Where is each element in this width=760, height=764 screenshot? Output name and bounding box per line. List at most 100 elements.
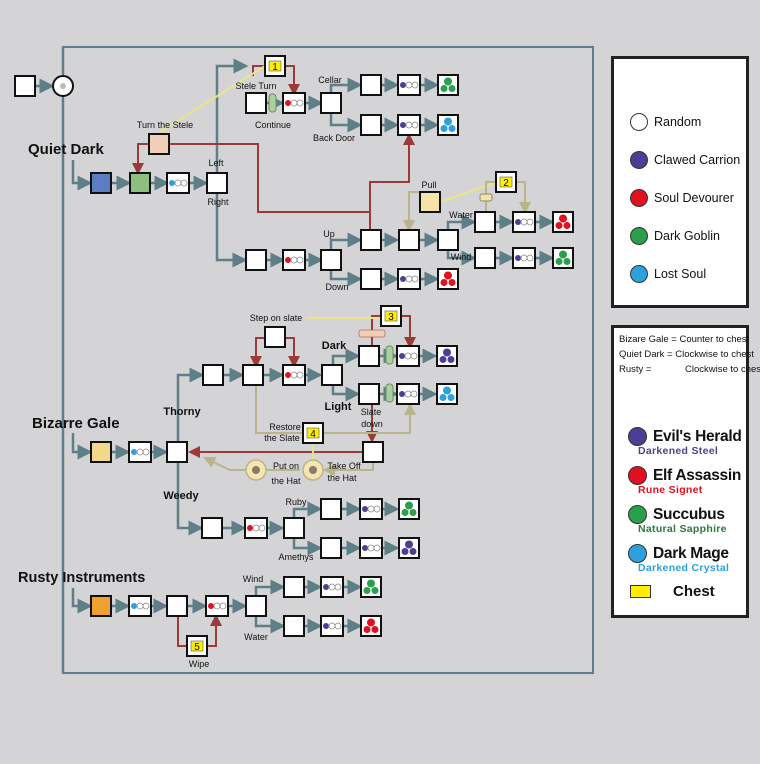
encounter-node[interactable] — [282, 92, 306, 114]
chest-3[interactable]: 3 — [380, 305, 402, 327]
encounter-node[interactable] — [512, 211, 536, 233]
label-continue: Continue — [255, 120, 291, 130]
chest-5[interactable]: 5 — [186, 635, 208, 657]
continue-switch[interactable] — [268, 93, 277, 113]
pull-node[interactable] — [419, 191, 441, 213]
light-node[interactable] — [358, 383, 380, 405]
ri-wind-node[interactable] — [283, 576, 305, 598]
encounter-node[interactable] — [512, 247, 536, 269]
encounter-node[interactable] — [396, 383, 420, 405]
weedy-node[interactable] — [201, 517, 223, 539]
take-off-hat-node[interactable] — [302, 459, 324, 481]
bg-gate-node[interactable] — [90, 441, 112, 463]
boss-node-dark-goblin[interactable] — [552, 247, 574, 269]
encounter-node[interactable] — [128, 595, 152, 617]
random-dot — [142, 448, 150, 456]
down-node[interactable] — [360, 268, 382, 290]
entrance-node[interactable] — [14, 75, 36, 97]
ruby-amethys-junction[interactable] — [283, 517, 305, 539]
encounter-node[interactable] — [205, 595, 229, 617]
encounter-node[interactable] — [166, 172, 190, 194]
boss-node-lost-soul[interactable] — [436, 383, 458, 405]
boss-node-clawed-carrion[interactable] — [398, 537, 420, 559]
thorny-node[interactable] — [202, 364, 224, 386]
encounter-node[interactable] — [359, 537, 383, 559]
boss-node-soul-devourer[interactable] — [552, 211, 574, 233]
encounter-node[interactable] — [244, 517, 268, 539]
dark-switch[interactable] — [385, 345, 394, 365]
thorny-weedy-junction[interactable] — [166, 441, 188, 463]
legend-item-random: Random — [630, 113, 701, 131]
monster-dot — [323, 584, 329, 590]
wind-node[interactable] — [474, 247, 496, 269]
ri-node[interactable] — [166, 595, 188, 617]
encounter-node[interactable] — [396, 345, 420, 367]
legend-item-lost-soul: Lost Soul — [630, 265, 706, 283]
encounter-node[interactable] — [282, 249, 306, 271]
monster-dot — [323, 623, 329, 629]
light-switch[interactable] — [385, 383, 394, 403]
tan-connector-takeoff — [323, 462, 374, 476]
back-door-node[interactable] — [360, 114, 382, 136]
encounter-node[interactable] — [397, 268, 421, 290]
monster-dot — [400, 276, 406, 282]
amethys-node[interactable] — [320, 537, 342, 559]
label-cellar: Cellar — [318, 75, 342, 85]
random-dot — [334, 583, 342, 591]
cellar-junction[interactable] — [320, 92, 342, 114]
boss-color-dot — [628, 427, 647, 446]
boss-node-soul-devourer[interactable] — [437, 268, 459, 290]
encounter-node[interactable] — [128, 441, 152, 463]
dark-node[interactable] — [358, 345, 380, 367]
water-wind-junction[interactable] — [437, 229, 459, 251]
connector-backdoor — [329, 114, 363, 133]
qd-stele-node[interactable] — [129, 172, 151, 194]
up-node[interactable] — [360, 229, 382, 251]
ruby-node[interactable] — [320, 498, 342, 520]
legend-item-dark-goblin: Dark Goblin — [630, 227, 720, 245]
step-on-slate-node[interactable] — [264, 326, 286, 348]
qd-gate-node[interactable] — [90, 172, 112, 194]
ri-wind-water-junction[interactable] — [245, 595, 267, 617]
rule-text: Bizare Gale = Counter to chest — [619, 334, 750, 345]
connector-qd-left — [215, 58, 249, 173]
dark-light-junction[interactable] — [321, 364, 343, 386]
encounter-node[interactable] — [320, 615, 344, 637]
ri-gate-node[interactable] — [90, 595, 112, 617]
tan-connector-restore — [255, 386, 302, 434]
pull-target-node[interactable] — [398, 229, 420, 251]
up-down-junction[interactable] — [320, 249, 342, 271]
chest-1[interactable]: 1 — [264, 55, 286, 77]
slate-node[interactable] — [242, 364, 264, 386]
encounter-node[interactable] — [320, 576, 344, 598]
encounter-node[interactable] — [397, 74, 421, 96]
stele-turn-node[interactable] — [245, 92, 267, 114]
hat-statue-node[interactable] — [362, 441, 384, 463]
boss-node-clawed-carrion[interactable] — [436, 345, 458, 367]
tan-connector-puton — [203, 456, 300, 471]
legend-chest: Chest — [630, 583, 715, 600]
boss-node-lost-soul[interactable] — [437, 114, 459, 136]
boss-node-soul-devourer[interactable] — [360, 615, 382, 637]
start-circle-node[interactable] — [52, 75, 74, 97]
water-node[interactable] — [474, 211, 496, 233]
connector-weedy — [176, 462, 204, 536]
boss-name: Elf Assassin — [653, 466, 742, 484]
chest-4[interactable]: 4 — [302, 422, 324, 444]
put-on-hat-node[interactable] — [245, 459, 267, 481]
turn-stele-node[interactable] — [148, 133, 170, 155]
right-path-node[interactable] — [245, 249, 267, 271]
random-dot — [290, 371, 298, 379]
chest-2[interactable]: 2 — [495, 171, 517, 193]
encounter-node[interactable] — [397, 114, 421, 136]
boss-node-dark-goblin[interactable] — [437, 74, 459, 96]
ri-water-node[interactable] — [283, 615, 305, 637]
label-wind: Wind — [243, 574, 264, 584]
cellar-node[interactable] — [360, 74, 382, 96]
encounter-node[interactable] — [359, 498, 383, 520]
encounter-node[interactable] — [282, 364, 306, 386]
left-right-junction[interactable] — [206, 172, 228, 194]
boss-node-dark-goblin[interactable] — [398, 498, 420, 520]
boss-node-dark-goblin[interactable] — [360, 576, 382, 598]
